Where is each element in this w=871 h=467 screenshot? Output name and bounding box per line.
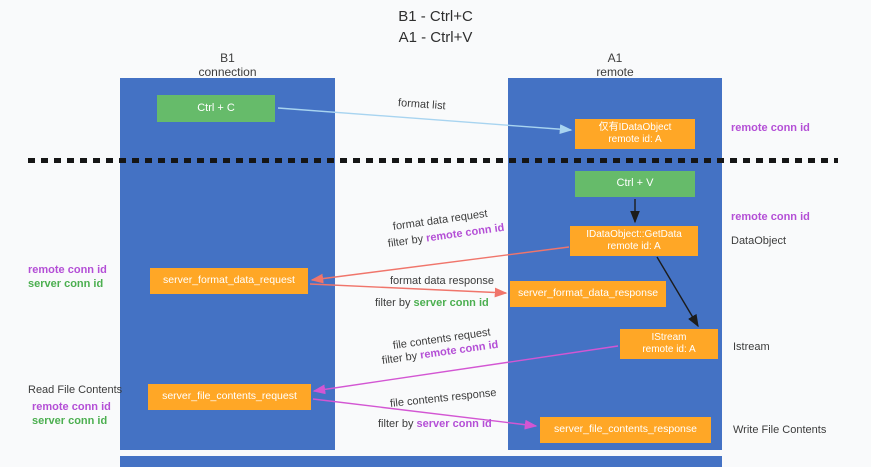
left-server-conn-id-1: server conn id [28,278,104,290]
lane-header-a1: A1 remote [540,51,690,80]
format-response-label: server_format_data_response [517,287,659,300]
format-data-response-label: format data response [390,275,494,287]
lane-header-b1: B1 connection [152,51,303,80]
bottom-strip [120,456,722,467]
istream-line1: IStream [651,331,687,343]
title-line-1: B1 - Ctrl+C [398,8,473,25]
istream-line2: remote id: A [642,344,696,355]
title-line-2: A1 - Ctrl+V [398,29,473,46]
getdata-line2: remote id: A [607,241,661,252]
write-file-contents-label: Write File Contents [733,424,827,436]
right-remote-conn-id-2: remote conn id [731,211,810,223]
server-conn-id-filter-1: server conn id [413,297,489,309]
dashed-divider [28,158,838,163]
format-request-box: server_format_data_request [150,268,308,294]
filter-server-1: filter by server conn id [375,297,489,309]
getdata-box: IDataObject::GetData remote id: A [570,226,698,256]
file-response-label: server_file_contents_response [553,423,697,436]
server-conn-id-filter-2: server conn id [416,418,492,430]
filter-by-text-2: filter by [375,297,411,309]
right-remote-conn-id-1: remote conn id [731,122,810,134]
dataobject-line1: 仅有IDataObject [598,121,672,133]
left-server-conn-id-2: server conn id [32,415,108,427]
dataobject-line2: remote id: A [608,134,662,145]
file-contents-response-label: file contents response [389,386,498,410]
file-request-box: server_file_contents_request [148,384,311,410]
format-request-label: server_format_data_request [163,274,295,287]
ctrl-v-label: Ctrl + V [616,177,654,190]
lane-b1-subtitle: connection [198,65,257,80]
read-file-contents-label: Read File Contents [28,384,123,396]
filter-by-text-4: filter by [378,418,414,430]
ctrl-c-box: Ctrl + C [157,95,275,122]
file-response-box: server_file_contents_response [540,417,711,443]
format-response-box: server_format_data_response [510,281,666,307]
format-list-label: format list [397,97,446,113]
lane-b1-name: B1 [220,51,235,65]
ctrl-c-label: Ctrl + C [197,101,235,114]
left-remote-conn-id-1: remote conn id [28,264,107,276]
istream-box: IStream remote id: A [620,329,718,359]
lane-a1-name: A1 [607,51,623,65]
filter-by-text-1: filter by [387,233,424,250]
filter-by-text-3: filter by [381,350,418,367]
file-request-label: server_file_contents_request [162,390,297,403]
left-remote-conn-id-2: remote conn id [32,401,111,413]
istream-side-label: Istream [733,341,770,353]
dataobject-box: 仅有IDataObject remote id: A [575,119,695,149]
dataobject-side-label: DataObject [731,235,787,247]
filter-server-2: filter by server conn id [378,418,492,430]
getdata-line1: IDataObject::GetData [586,228,682,240]
lane-a1-subtitle: remote [596,65,634,80]
ctrl-v-box: Ctrl + V [575,171,695,197]
diagram-title: B1 - Ctrl+C A1 - Ctrl+V [0,6,871,48]
